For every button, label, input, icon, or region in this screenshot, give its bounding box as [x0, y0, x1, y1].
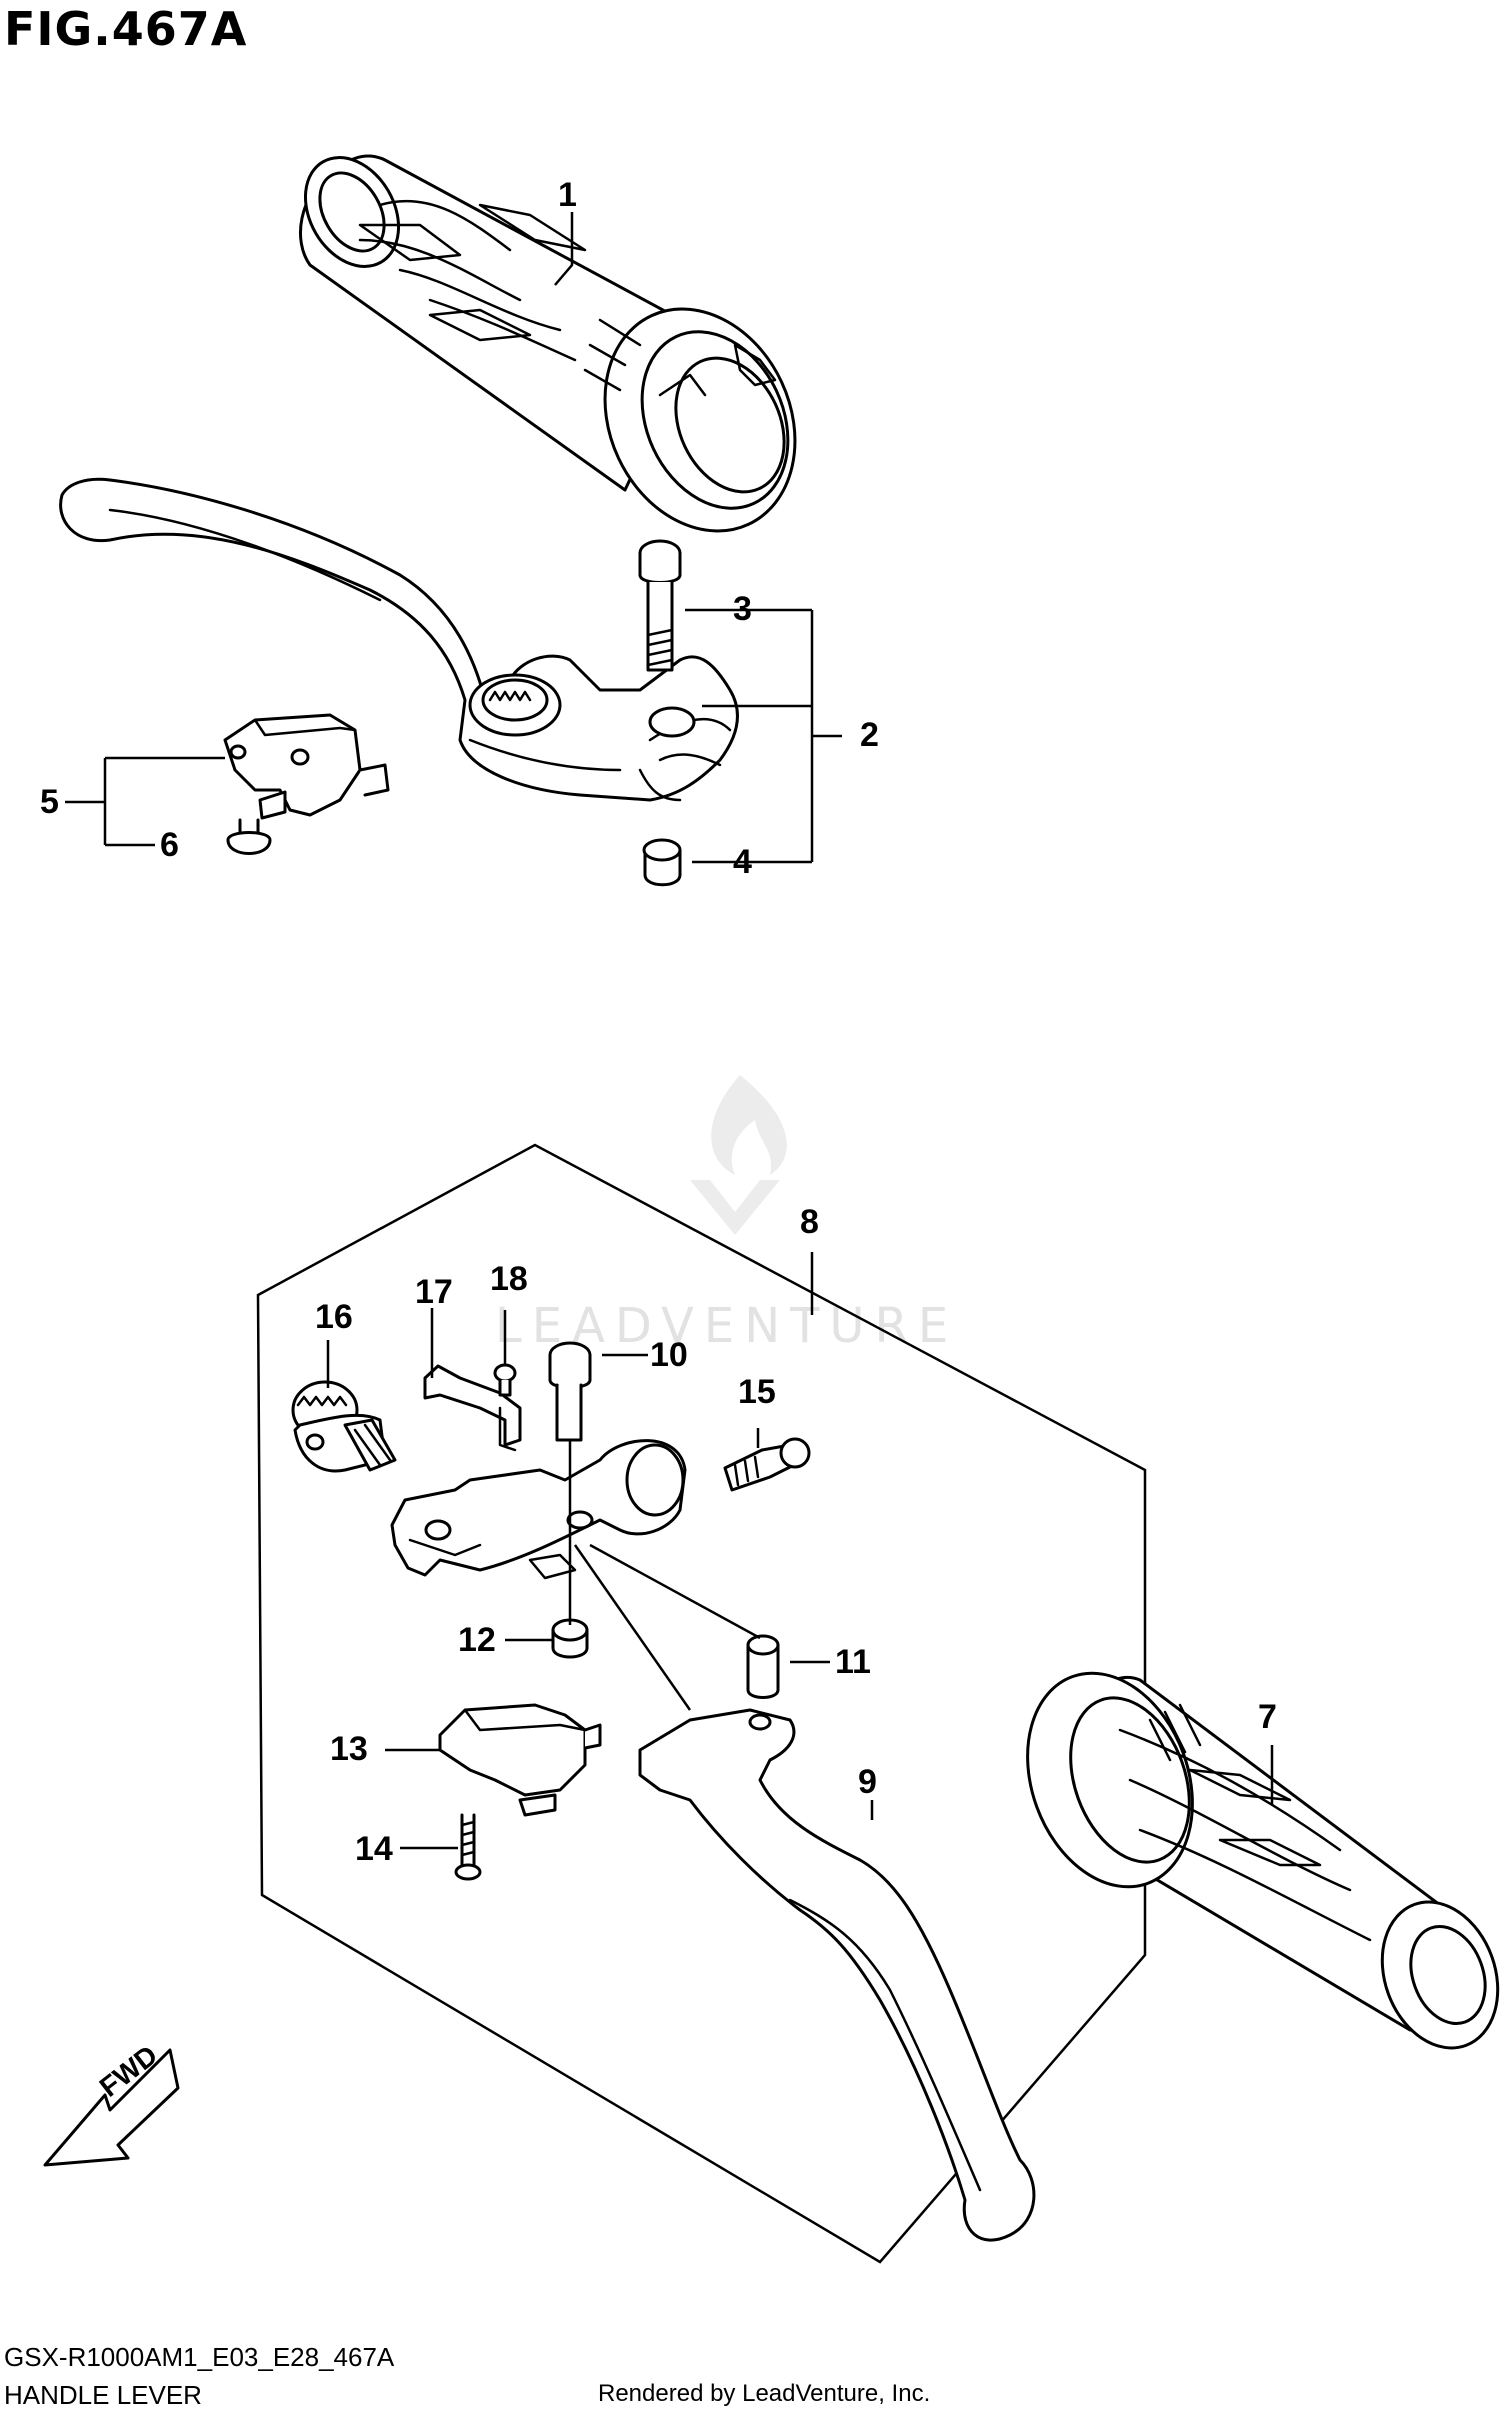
part-8-assembly-frame: [256, 1143, 1147, 2264]
callout-14[interactable]: 14: [355, 1830, 393, 1868]
callout-15[interactable]: 15: [738, 1373, 776, 1411]
clutch-lever-holder: [390, 1439, 687, 1580]
callout-11[interactable]: 11: [835, 1643, 871, 1681]
callout-7[interactable]: 7: [1258, 1698, 1277, 1736]
part-1-throttle-grip: [298, 154, 797, 533]
callout-5[interactable]: 5: [40, 783, 59, 821]
part-11-bushing: [746, 1634, 780, 1699]
part-13-clutch-switch: [438, 1703, 602, 1817]
v-logo-icon: [690, 1180, 780, 1235]
part-7-left-grip: [1026, 1671, 1500, 2050]
callout-9[interactable]: 9: [858, 1763, 877, 1801]
part-5-brake-switch: [223, 713, 390, 820]
part-4-nut: [642, 838, 682, 887]
fwd-arrow: [43, 2048, 180, 2167]
footer-credit: Rendered by LeadVenture, Inc.: [598, 2380, 931, 2407]
callout-6[interactable]: 6: [160, 826, 179, 864]
callout-4[interactable]: 4: [733, 843, 752, 881]
part-14-screw: [454, 1813, 482, 1881]
callout-3[interactable]: 3: [733, 590, 752, 628]
part-17-clip: [423, 1364, 522, 1452]
callout-13[interactable]: 13: [330, 1730, 368, 1768]
part-2-brake-lever: [59, 477, 739, 802]
callout-10[interactable]: 10: [650, 1336, 688, 1374]
callout-2[interactable]: 2: [860, 716, 879, 754]
part-18-screw: [493, 1363, 517, 1397]
callout-1[interactable]: 1: [558, 176, 577, 214]
lower-leader-lines: [326, 1252, 1274, 1850]
figure-title: FIG.467A: [4, 2, 248, 56]
part-9-clutch-lever: [638, 1708, 1036, 2242]
part-3-pivot-bolt: [638, 539, 682, 672]
callout-8[interactable]: 8: [800, 1203, 819, 1241]
part-12-nut: [551, 1618, 589, 1659]
callout-12[interactable]: 12: [458, 1621, 496, 1659]
footer-section-name: HANDLE LEVER: [4, 2380, 202, 2410]
part-15-bolt: [723, 1437, 811, 1492]
footer-model-code: GSX-R1000AM1_E03_E28_467A: [4, 2342, 395, 2372]
part-6-screw: [226, 818, 272, 855]
part-10-pivot-bolt: [548, 1341, 592, 1442]
callout-18[interactable]: 18: [490, 1260, 528, 1298]
callout-17[interactable]: 17: [415, 1273, 453, 1311]
upper-leader-lines: [65, 212, 842, 864]
flame-logo-icon: [711, 1075, 787, 1175]
callout-16[interactable]: 16: [315, 1298, 353, 1336]
watermark: LEADVENTURE: [495, 1075, 948, 1354]
part-16-adjuster: [291, 1380, 397, 1473]
